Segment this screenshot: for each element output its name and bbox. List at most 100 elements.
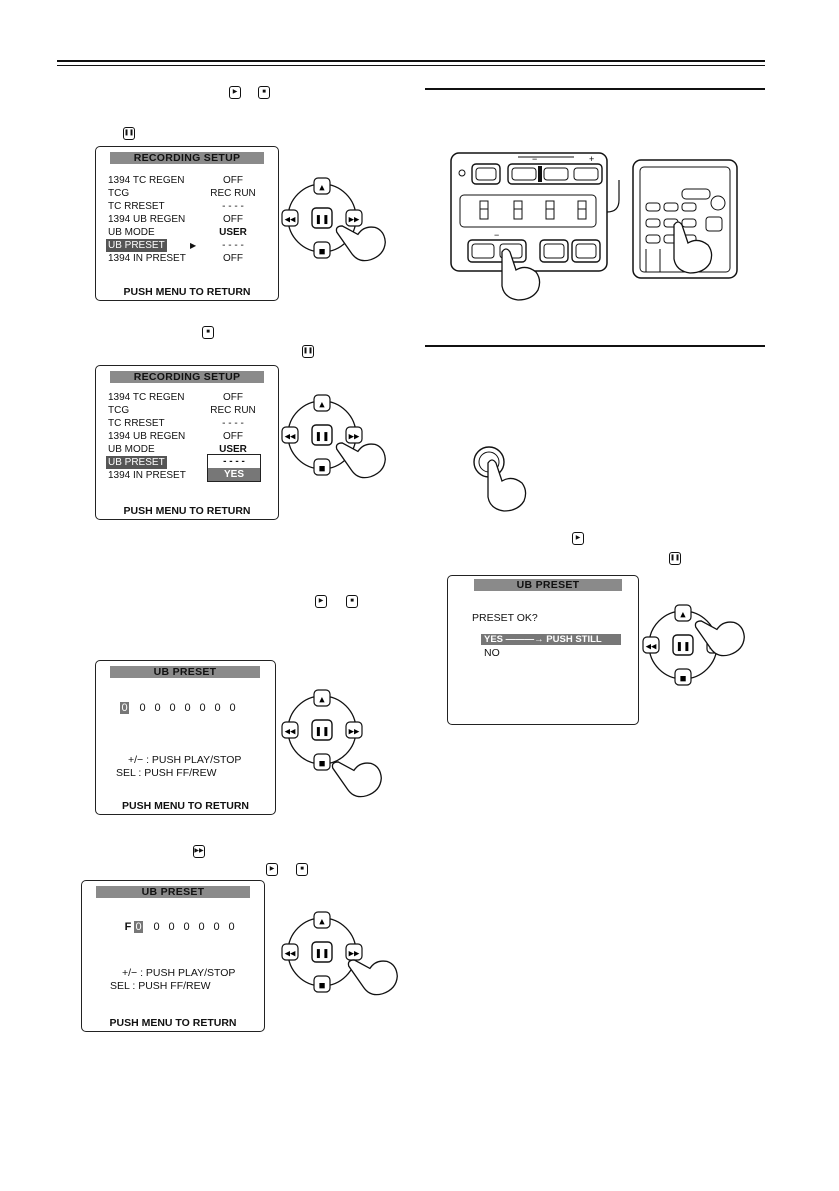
top-rule-thick bbox=[57, 60, 765, 62]
menu-value: OFF bbox=[223, 175, 243, 186]
help-line-2: SEL : PUSH FF/REW bbox=[110, 980, 211, 992]
ff-key-icon bbox=[345, 209, 363, 227]
hand-outline bbox=[335, 225, 386, 262]
play-key-icon-glyph: ▲ bbox=[319, 696, 325, 704]
rew-key-icon bbox=[281, 721, 299, 739]
play-key-icon bbox=[313, 177, 331, 195]
rew-key-icon-glyph: ◀◀ bbox=[285, 950, 296, 958]
stop-key-icon: ■ bbox=[296, 863, 308, 876]
still-key-icon bbox=[672, 634, 694, 656]
screen-footer: PUSH MENU TO RETURN bbox=[109, 1017, 237, 1029]
stop-key-icon bbox=[313, 458, 331, 476]
menu-value: REC RUN bbox=[210, 405, 256, 416]
pressing-hand-icon bbox=[331, 761, 382, 798]
pressing-hand-icon bbox=[487, 459, 527, 512]
recording-setup-screen-2: RECORDING SETUP 1394 TC REGEN OFF TCG RE… bbox=[95, 365, 279, 520]
pressing-hand-icon bbox=[694, 620, 745, 657]
digit: 0 bbox=[183, 921, 190, 933]
stop-key-icon: ■ bbox=[258, 86, 270, 99]
pressing-hand-icon bbox=[501, 248, 541, 301]
rew-key-icon bbox=[642, 636, 660, 654]
rew-key-icon-glyph: ◀◀ bbox=[285, 216, 296, 224]
right-section-rule-2 bbox=[425, 345, 765, 347]
ff-key-icon-glyph: ▶▶ bbox=[349, 216, 360, 224]
play-key-icon: ▶ bbox=[266, 863, 278, 876]
screen-title: RECORDING SETUP bbox=[110, 371, 264, 383]
hand-outline bbox=[331, 761, 382, 798]
menu-value: OFF bbox=[223, 431, 243, 442]
pressing-hand-icon bbox=[347, 959, 398, 996]
stop-key-icon-glyph: ■ bbox=[680, 675, 687, 683]
switch-bank bbox=[459, 194, 597, 228]
still-key-glyph: ❚❚ bbox=[675, 642, 690, 652]
menu-label: 1394 UB REGEN bbox=[108, 214, 186, 225]
play-key-icon: ▶ bbox=[572, 532, 584, 545]
remote-control bbox=[632, 159, 738, 279]
rew-key-icon-glyph: ◀◀ bbox=[285, 728, 296, 736]
stop-key-icon bbox=[313, 241, 331, 259]
screen-title: UB PRESET bbox=[110, 666, 260, 678]
screen-title: UB PRESET bbox=[474, 579, 622, 591]
digit: 0 bbox=[154, 702, 161, 714]
ff-key-icon bbox=[345, 721, 363, 739]
control-pad-4: ▲■◀◀▶▶❚❚ bbox=[281, 911, 398, 996]
still-key-icon: ❚❚ bbox=[302, 345, 314, 358]
digit: 0 bbox=[199, 702, 206, 714]
ff-key-icon-glyph: ▶▶ bbox=[349, 950, 360, 958]
digit: 0 bbox=[153, 921, 160, 933]
digit-prefix: F bbox=[124, 921, 132, 933]
still-key-glyph: ❚❚ bbox=[314, 215, 329, 225]
ff-key-icon bbox=[345, 426, 363, 444]
pressing-hand-icon bbox=[335, 225, 386, 262]
still-key-icon bbox=[311, 207, 333, 229]
control-pad-5: ▲■◀◀▶▶❚❚ bbox=[642, 604, 745, 686]
control-pad-3: ▲■◀◀▶▶❚❚ bbox=[281, 689, 382, 798]
menu-label: UB MODE bbox=[108, 227, 155, 238]
help-line-1: +/− : PUSH PLAY/STOP bbox=[128, 754, 242, 766]
stop-key-icon-glyph: ■ bbox=[319, 982, 326, 990]
screen-footer: PUSH MENU TO RETURN bbox=[123, 505, 251, 517]
stop-key-icon-glyph: ■ bbox=[319, 248, 326, 256]
stop-key-icon bbox=[313, 975, 331, 993]
yes-option: YES ———→ PUSH STILL bbox=[481, 634, 621, 645]
popup-yes: YES bbox=[208, 468, 260, 481]
minus-label-2: − bbox=[494, 230, 499, 240]
menu-label: 1394 TC REGEN bbox=[108, 392, 185, 403]
ff-key-icon-glyph: ▶▶ bbox=[349, 728, 360, 736]
play-key-icon-glyph: ▲ bbox=[319, 401, 325, 409]
menu-label: TC RRESET bbox=[108, 201, 165, 212]
menu-label: 1394 IN PRESET bbox=[108, 253, 186, 264]
play-key-icon-glyph: ▲ bbox=[319, 184, 325, 192]
recording-setup-screen-1: RECORDING SETUP 1394 TC REGEN OFF TCG RE… bbox=[95, 146, 279, 301]
hand-outline bbox=[335, 442, 386, 479]
stop-key-icon-glyph: ■ bbox=[319, 465, 326, 473]
menu-label: TC RRESET bbox=[108, 418, 165, 429]
plus-label: + bbox=[589, 154, 594, 164]
stop-key-icon-glyph: ■ bbox=[319, 760, 326, 768]
round-button-press bbox=[473, 446, 527, 512]
menu-label-selected: UB PRESET bbox=[106, 239, 167, 252]
digit: 0 bbox=[184, 702, 191, 714]
play-key-icon bbox=[674, 604, 692, 622]
menu-value: OFF bbox=[223, 253, 243, 264]
camera-side-panel: − + − bbox=[450, 152, 620, 301]
play-key-icon bbox=[313, 911, 331, 929]
stop-key-icon: ■ bbox=[346, 595, 358, 608]
digit: 0 bbox=[169, 702, 176, 714]
hand-outline bbox=[694, 620, 745, 657]
ff-key-icon-glyph: ▶▶ bbox=[349, 433, 360, 441]
menu-value: - - - - bbox=[222, 418, 244, 429]
menu-value: OFF bbox=[223, 214, 243, 225]
digit: 0 bbox=[229, 702, 236, 714]
play-key-icon bbox=[313, 689, 331, 707]
still-key-icon bbox=[311, 424, 333, 446]
digit: 0 bbox=[139, 702, 146, 714]
menu-label: 1394 IN PRESET bbox=[108, 470, 186, 481]
still-key-glyph: ❚❚ bbox=[314, 432, 329, 442]
help-line-1: +/− : PUSH PLAY/STOP bbox=[122, 967, 236, 979]
still-key-icon bbox=[311, 941, 333, 963]
still-key-icon: ❚❚ bbox=[123, 127, 135, 140]
